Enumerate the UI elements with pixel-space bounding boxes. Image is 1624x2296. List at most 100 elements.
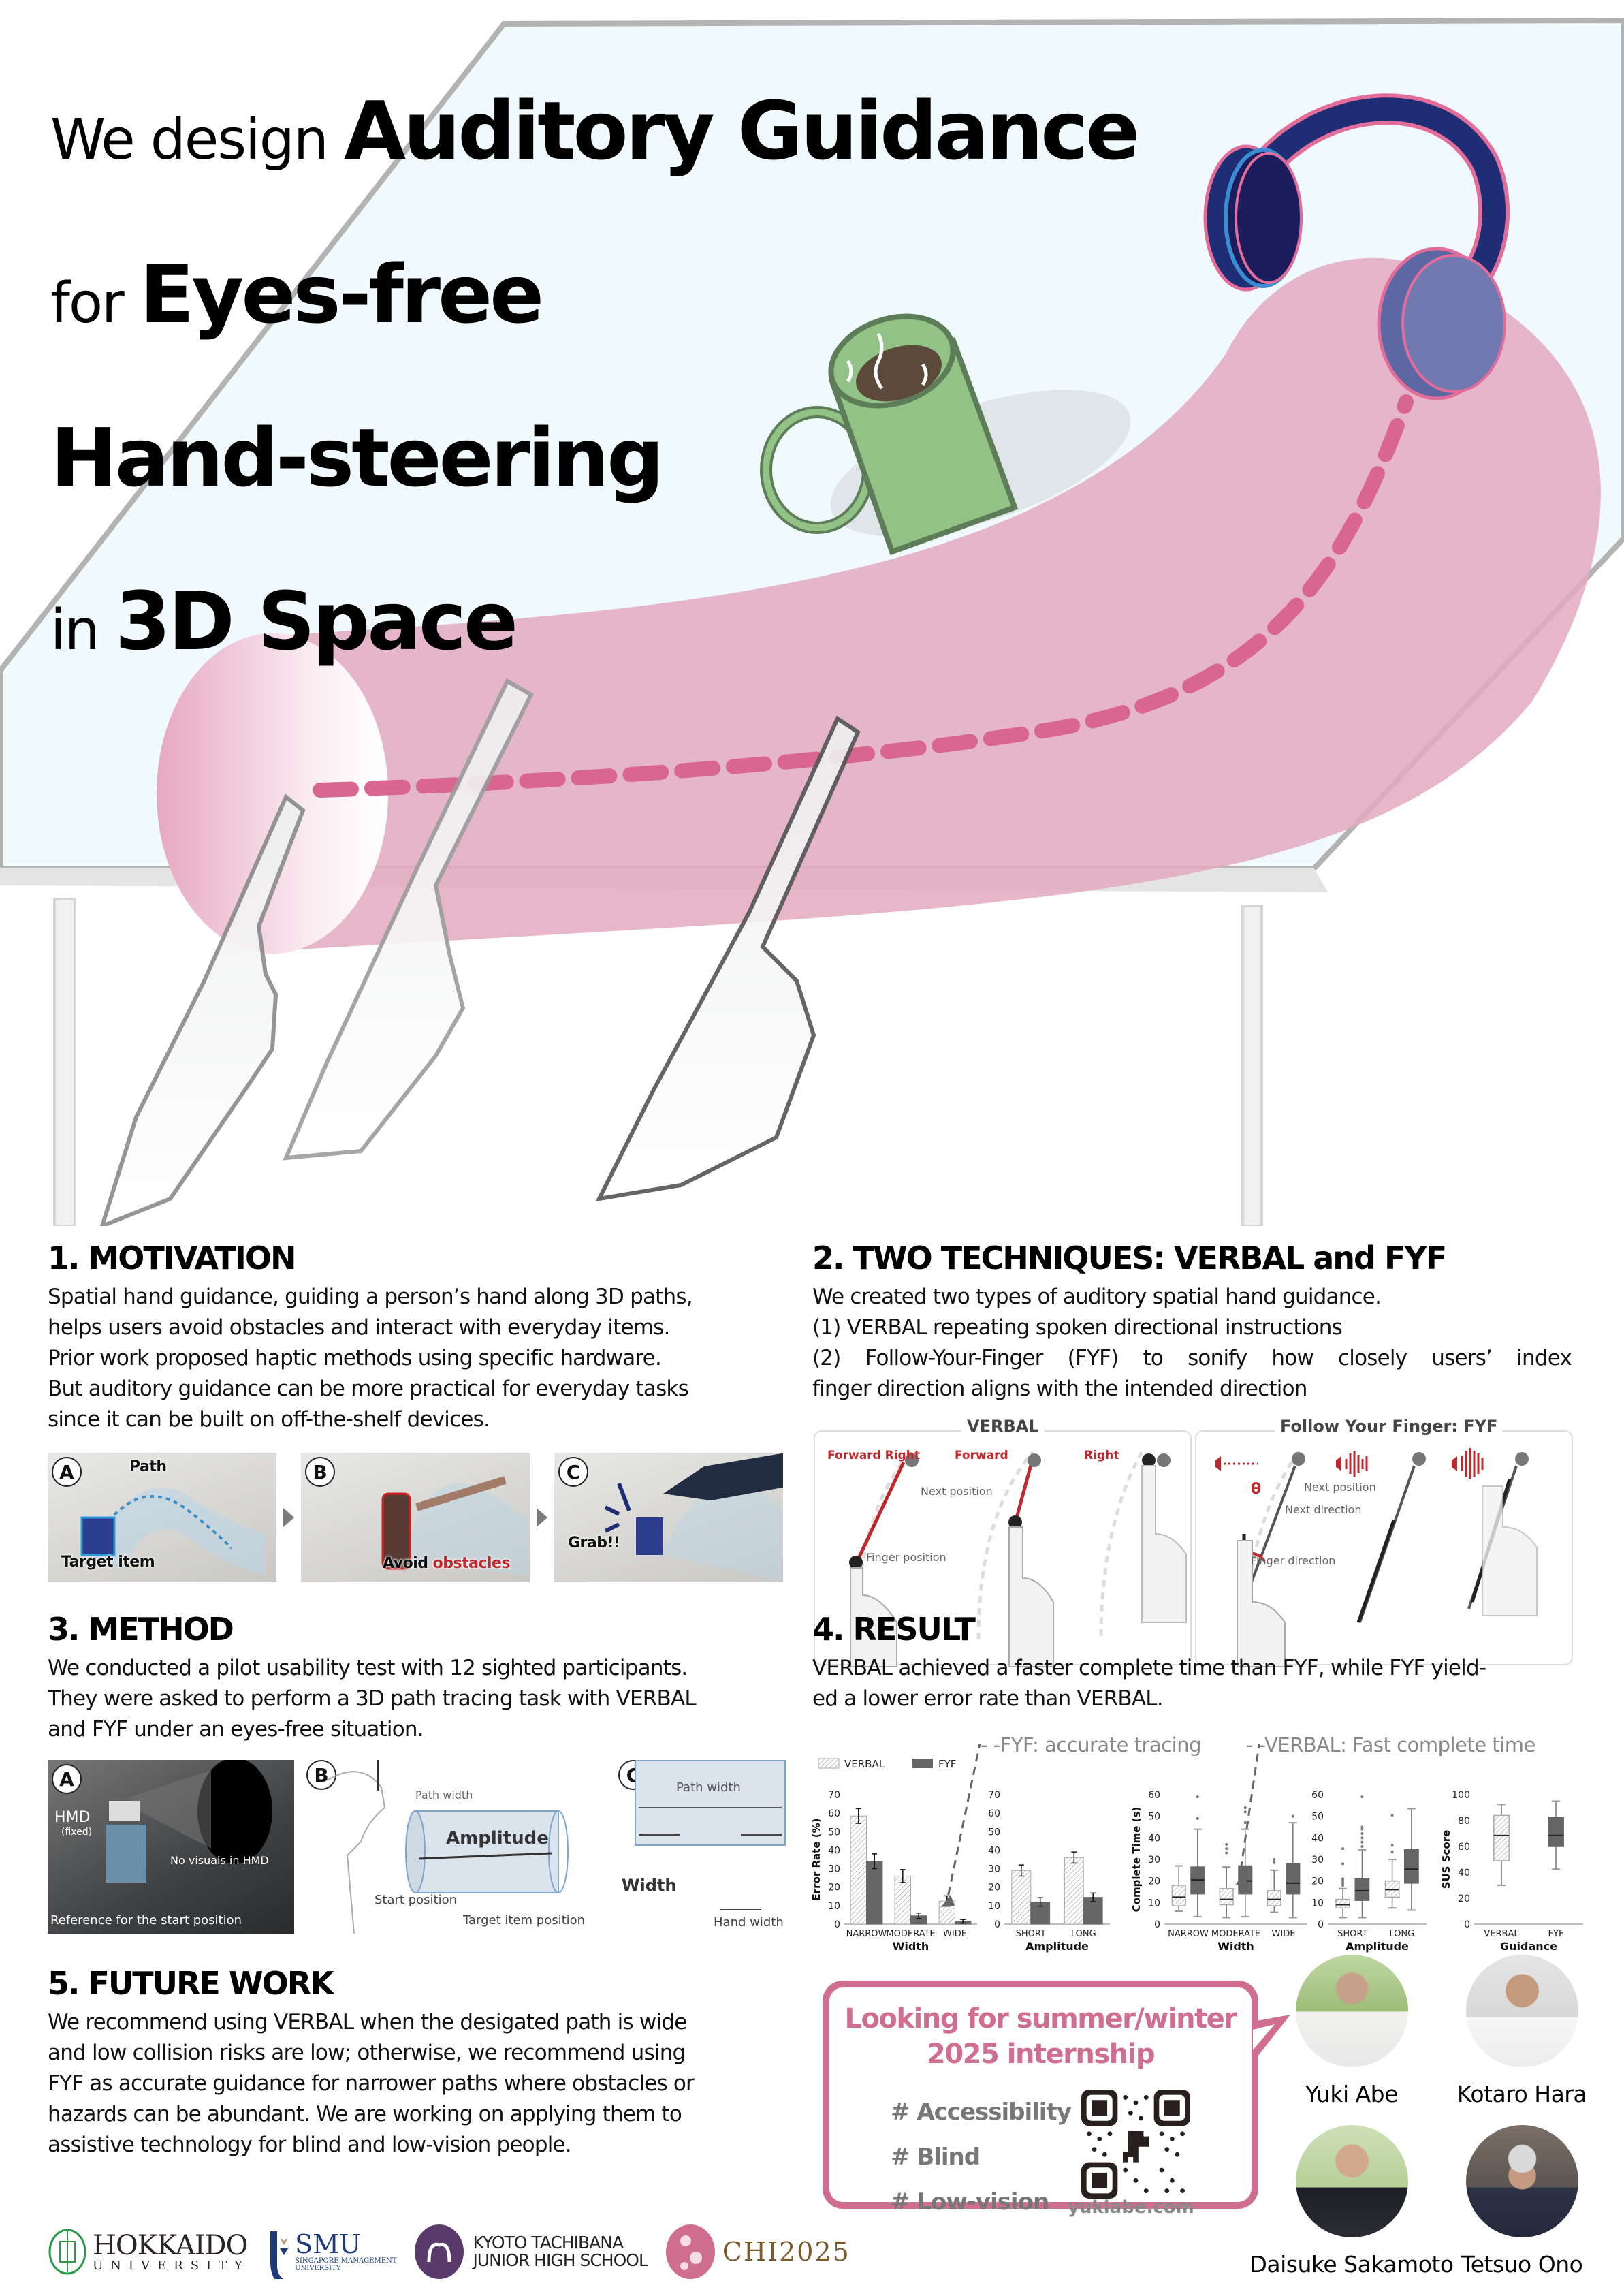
hand-width-label: Hand width bbox=[714, 1915, 784, 1930]
tag-accessibility: # Accessibility bbox=[891, 2098, 1072, 2126]
hokkaido-emblem-icon bbox=[48, 2229, 86, 2275]
figure-badge: B bbox=[305, 1457, 335, 1487]
fyf-panel: Follow Your Finger: FYF Next position Ne… bbox=[1195, 1417, 1573, 1667]
svg-text:20: 20 bbox=[1311, 1876, 1324, 1887]
motivation-heading: 1. MOTIVATION bbox=[48, 1240, 296, 1276]
avoid-obstacles-label: Avoid obstacles bbox=[383, 1555, 511, 1572]
figure-badge: A bbox=[52, 1764, 82, 1794]
future-work-section: 5. FUTURE WORK We recommend using VERBAL… bbox=[48, 1965, 783, 2160]
internship-tags: # Accessibility # Blind # Low-vision bbox=[891, 2090, 1072, 2224]
amplitude-label: Amplitude bbox=[446, 1828, 549, 1849]
hmd-label: HMD bbox=[54, 1809, 91, 1826]
figure-badge: C bbox=[558, 1457, 588, 1487]
avatar bbox=[1295, 2125, 1408, 2237]
cmd-forward-right: Forward Right bbox=[827, 1449, 920, 1462]
theta-symbol: θ bbox=[1251, 1481, 1262, 1498]
qr-code-icon[interactable] bbox=[1081, 2090, 1190, 2199]
svg-text:50: 50 bbox=[828, 1827, 840, 1838]
cmd-forward: Forward bbox=[955, 1449, 1008, 1462]
fyf-diagram bbox=[1215, 1448, 1538, 1667]
svg-text:Amplitude: Amplitude bbox=[1346, 1940, 1409, 1953]
svg-text:40: 40 bbox=[1148, 1833, 1160, 1844]
svg-text:20: 20 bbox=[1458, 1893, 1470, 1904]
figure-badge: A bbox=[52, 1457, 82, 1487]
method-diagram-b: B Path width Amplitude Start position Ta… bbox=[306, 1760, 613, 1934]
title-bold-4: 3D Space bbox=[114, 574, 518, 668]
motivation-photo-b: B Avoid obstacles bbox=[301, 1453, 530, 1582]
speech-bubble-tail bbox=[1253, 2015, 1290, 2062]
svg-text:WIDE: WIDE bbox=[943, 1929, 967, 1939]
cherry-blossom-icon bbox=[665, 2224, 715, 2279]
svg-text:70: 70 bbox=[988, 1790, 1000, 1801]
svg-text:NARROW: NARROW bbox=[1168, 1929, 1209, 1939]
method-heading: 3. METHOD bbox=[48, 1611, 234, 1648]
pointing-hands-icon bbox=[99, 678, 861, 1226]
result-heading: 4. RESULT bbox=[812, 1611, 976, 1648]
svg-text:0: 0 bbox=[994, 1919, 1000, 1930]
annotation-fyf-accurate: - -FYF: accurate tracing bbox=[981, 1733, 1202, 1757]
qr-url-link[interactable]: yukiabe.com bbox=[1068, 2197, 1194, 2218]
svg-text:70: 70 bbox=[828, 1790, 840, 1801]
author-yuki-abe: Yuki Abe bbox=[1277, 1955, 1427, 2107]
annotation-verbal-fast: - -VERBAL: Fast complete time bbox=[1246, 1733, 1535, 1757]
svg-text:50: 50 bbox=[1148, 1812, 1160, 1823]
svg-text:60: 60 bbox=[1148, 1790, 1160, 1801]
verbal-panel: VERBAL Forward Right Forward Right Next … bbox=[814, 1417, 1192, 1667]
obstacles-overlay-icon bbox=[381, 1476, 530, 1575]
result-section: 4. RESULT VERBAL achieved a faster compl… bbox=[812, 1611, 1572, 1714]
svg-text:FYF: FYF bbox=[1548, 1929, 1564, 1939]
width-diagram bbox=[635, 1760, 786, 1910]
svg-text:20: 20 bbox=[1148, 1876, 1160, 1887]
method-section: 3. METHOD We conducted a pilot usability… bbox=[48, 1611, 786, 1937]
kyoto-tachibana-emblem-icon bbox=[415, 2224, 464, 2279]
author-name: Daisuke Sakamoto bbox=[1249, 2251, 1454, 2278]
title-bold-3: Hand-steering bbox=[50, 411, 665, 505]
svg-text:80: 80 bbox=[1458, 1816, 1470, 1827]
affiliation-logos: HOKKAIDO UNIVERSITY SMU SINGAPORE MANAGE… bbox=[48, 2224, 850, 2280]
svg-text:SHORT: SHORT bbox=[1016, 1929, 1046, 1939]
svg-text:30: 30 bbox=[1148, 1855, 1160, 1866]
svg-text:30: 30 bbox=[828, 1864, 840, 1875]
verbal-panel-title: VERBAL bbox=[961, 1417, 1045, 1436]
path-overlay-icon bbox=[80, 1487, 266, 1575]
svg-text:Error Rate (%): Error Rate (%) bbox=[810, 1819, 823, 1901]
finger-position-label: Finger position bbox=[866, 1551, 946, 1564]
start-position-label: Start position bbox=[375, 1893, 457, 1907]
svg-text:LONG: LONG bbox=[1389, 1929, 1414, 1939]
logo-kyoto-tachibana: KYOTO TACHIBANA JUNIOR HIGH SCHOOL bbox=[414, 2224, 648, 2279]
grab-overlay-icon bbox=[604, 1453, 783, 1582]
svg-text:FYF: FYF bbox=[938, 1758, 956, 1770]
grab-label: Grab!! bbox=[568, 1535, 620, 1552]
fyf-panel-title: Follow Your Finger: FYF bbox=[1275, 1417, 1503, 1436]
svg-text:Complete Time (s): Complete Time (s) bbox=[1130, 1807, 1143, 1913]
coffee-mug-icon bbox=[760, 313, 1019, 556]
svg-text:VERBAL: VERBAL bbox=[844, 1758, 885, 1770]
motivation-section: 1. MOTIVATION Spatial hand guidance, gui… bbox=[48, 1240, 783, 1582]
svg-text:NARROW: NARROW bbox=[846, 1929, 887, 1939]
arrow-right-icon bbox=[537, 1508, 547, 1527]
no-visuals-label: No visuals in HMD bbox=[170, 1854, 269, 1867]
method-body: We conducted a pilot usability test with… bbox=[48, 1656, 697, 1742]
title-bold-1: Auditory Guidance bbox=[343, 84, 1140, 178]
svg-text:0: 0 bbox=[834, 1919, 840, 1930]
svg-text:30: 30 bbox=[1311, 1855, 1324, 1866]
svg-text:40: 40 bbox=[1311, 1833, 1324, 1844]
svg-text:Guidance: Guidance bbox=[1500, 1940, 1557, 1953]
finger-direction-label: Finger direction bbox=[1251, 1554, 1336, 1567]
path-width-label: Path width bbox=[415, 1789, 473, 1802]
path-width-label: Path width bbox=[676, 1780, 741, 1795]
svg-text:40: 40 bbox=[988, 1845, 1000, 1856]
internship-callout: Looking for summer/winter 2025 internshi… bbox=[823, 1981, 1290, 2218]
next-direction-label: Next direction bbox=[1285, 1503, 1362, 1516]
svg-text:0: 0 bbox=[1464, 1919, 1470, 1930]
tag-blind: # Blind bbox=[891, 2143, 981, 2171]
motivation-body: Spatial hand guidance, guiding a person’… bbox=[48, 1285, 693, 1432]
svg-text:Width: Width bbox=[1217, 1940, 1254, 1953]
logo-smu: SMU SINGAPORE MANAGEMENT UNIVERSITY bbox=[268, 2224, 396, 2279]
svg-text:40: 40 bbox=[828, 1845, 840, 1856]
motivation-figures: A Path Target item B Avoid obstacles C bbox=[48, 1453, 783, 1582]
svg-text:10: 10 bbox=[1311, 1898, 1324, 1908]
figure-badge: B bbox=[306, 1760, 336, 1790]
svg-text:Amplitude: Amplitude bbox=[1025, 1940, 1089, 1953]
